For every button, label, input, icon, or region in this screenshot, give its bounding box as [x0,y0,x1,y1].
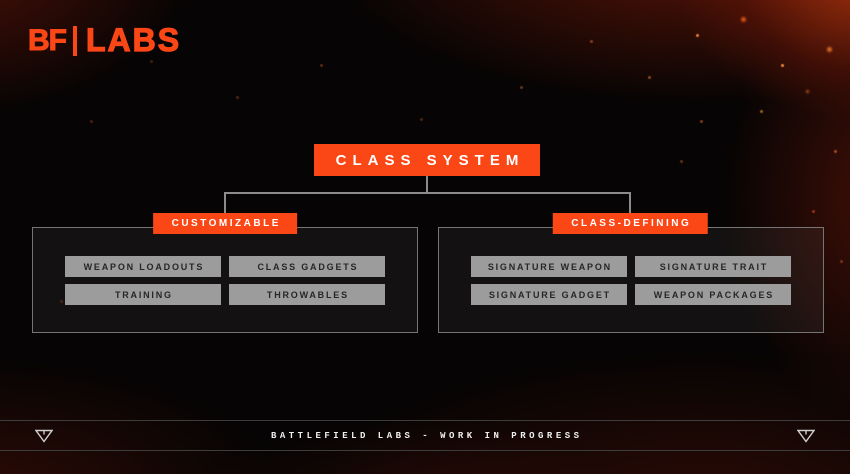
chip-training: TRAINING [65,284,221,305]
connector-line-horizontal [224,192,631,194]
labs-wordmark: LABS [85,21,182,58]
connector-line-top [426,176,428,193]
chip-signature-gadget: SIGNATURE GADGET [471,284,627,305]
chip-throwables: THROWABLES [229,284,385,305]
logo-divider [73,25,77,56]
branch-label-customizable: CUSTOMIZABLE [153,213,297,234]
class-defining-panel: SIGNATURE WEAPON SIGNATURE TRAIT SIGNATU… [438,227,824,333]
branch-label-class-defining: CLASS-DEFINING [552,213,708,234]
ember-particles [0,0,3,3]
footer-bar: BATTLEFIELD LABS - WORK IN PROGRESS [0,420,850,451]
down-triangle-icon [797,429,815,442]
bf-labs-logo: BF LABS [28,21,182,59]
bf-logo-mark: BF [28,23,68,57]
connector-line-right [629,192,631,215]
down-triangle-icon [35,429,53,442]
class-system-title: CLASS SYSTEM [314,144,540,176]
class-system-title-label: CLASS SYSTEM [335,151,525,169]
footer-status-text: BATTLEFIELD LABS - WORK IN PROGRESS [270,430,583,441]
chip-signature-weapon: SIGNATURE WEAPON [471,256,627,277]
customizable-panel: WEAPON LOADOUTS CLASS GADGETS TRAINING T… [32,227,418,333]
connector-line-left [224,192,226,215]
chip-weapon-packages: WEAPON PACKAGES [635,284,791,305]
chip-signature-trait: SIGNATURE TRAIT [635,256,791,277]
chip-weapon-loadouts: WEAPON LOADOUTS [65,256,221,277]
chip-class-gadgets: CLASS GADGETS [229,256,385,277]
